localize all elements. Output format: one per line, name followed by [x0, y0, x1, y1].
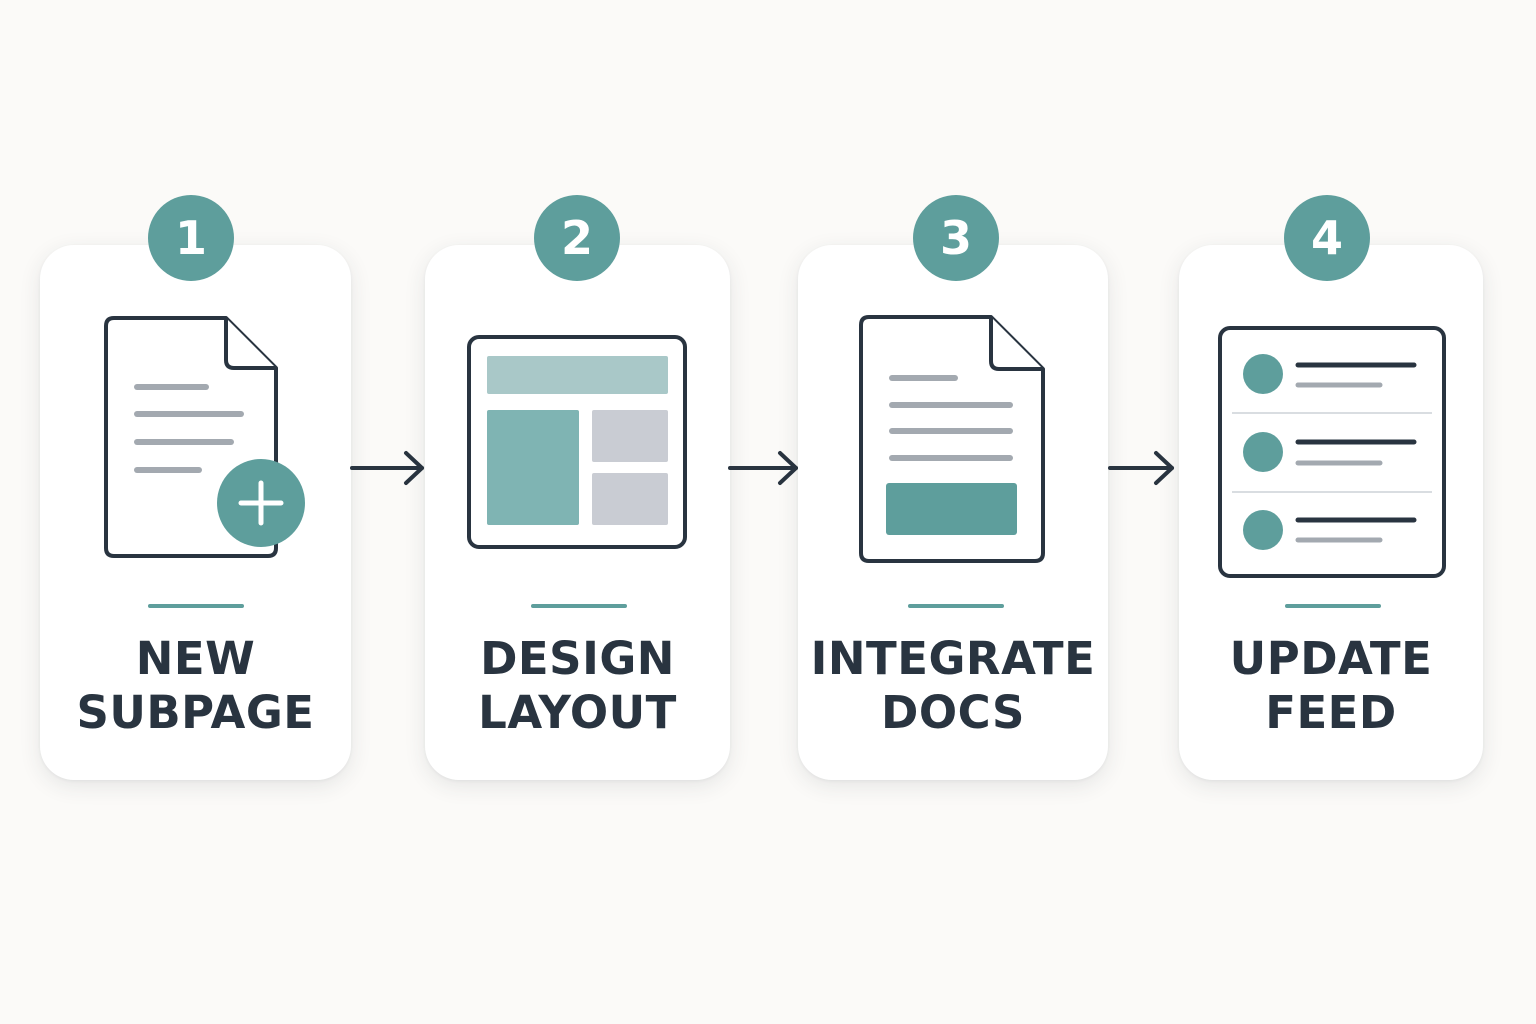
step-title-2: DESIGN LAYOUT	[425, 632, 730, 740]
arrow-right-icon	[728, 451, 798, 485]
step-title-3-line-1: INTEGRATE	[810, 632, 1096, 685]
step-title-4-line-2: FEED	[1265, 686, 1397, 739]
step-title-1: NEW SUBPAGE	[40, 632, 351, 740]
step-number-badge-4: 4	[1284, 195, 1370, 281]
document-icon	[859, 315, 1045, 563]
step-title-1-line-2: SUBPAGE	[76, 686, 315, 739]
accent-divider-1	[148, 604, 244, 608]
accent-divider-2	[531, 604, 627, 608]
layout-icon	[467, 335, 687, 549]
arrow-right-icon	[1108, 451, 1174, 485]
accent-divider-4	[1285, 604, 1381, 608]
step-number-badge-3: 3	[913, 195, 999, 281]
step-title-4: UPDATE FEED	[1179, 632, 1483, 740]
document-plus-icon	[104, 316, 305, 558]
step-number-badge-1: 1	[148, 195, 234, 281]
step-number-badge-2: 2	[534, 195, 620, 281]
step-title-3: INTEGRATE DOCS	[798, 632, 1108, 740]
accent-divider-3	[908, 604, 1004, 608]
step-title-4-line-1: UPDATE	[1229, 632, 1433, 685]
step-title-1-line-1: NEW	[135, 632, 256, 685]
feed-list-icon	[1218, 326, 1446, 578]
step-title-2-line-2: LAYOUT	[478, 686, 677, 739]
step-title-2-line-1: DESIGN	[480, 632, 675, 685]
arrow-right-icon	[350, 451, 424, 485]
step-title-3-line-2: DOCS	[881, 686, 1025, 739]
